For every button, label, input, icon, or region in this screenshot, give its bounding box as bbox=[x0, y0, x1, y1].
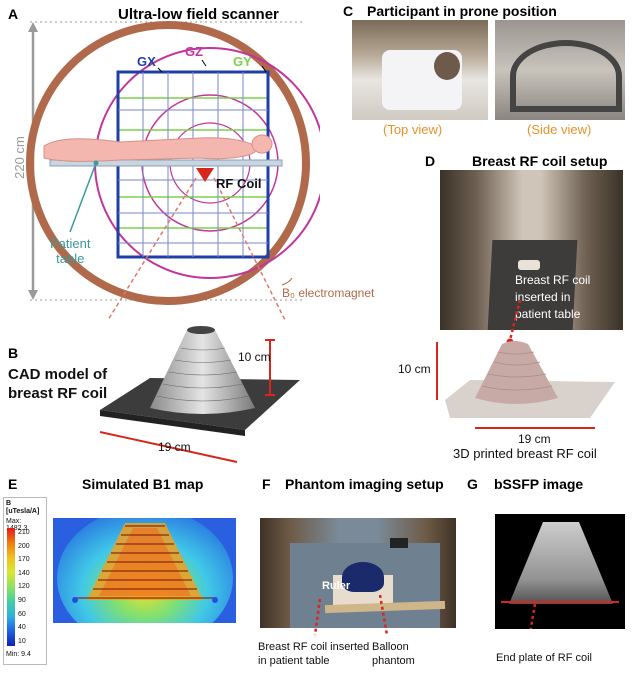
patient-table bbox=[49, 159, 283, 167]
panel-c-title: Participant in prone position bbox=[367, 3, 557, 19]
photo-top-view bbox=[352, 20, 488, 120]
panel-g-title: bSSFP image bbox=[494, 476, 584, 492]
panel-b-title: CAD model of breast RF coil bbox=[8, 366, 108, 402]
cad-height-label: 10 cm bbox=[238, 350, 271, 364]
b1-map bbox=[53, 518, 236, 623]
coil-inserted-label: Breast RF coil inserted in patient table bbox=[515, 273, 591, 321]
rf-coil-label: RF Coil bbox=[216, 176, 262, 191]
legend-title: B [uTesla/A] bbox=[6, 500, 40, 515]
panel-a-letter: A bbox=[8, 6, 19, 22]
panel-g-letter: G bbox=[467, 476, 478, 492]
panel-d-letter: D bbox=[425, 153, 436, 169]
patient-table-label: Patient table bbox=[50, 236, 91, 266]
cad-cone bbox=[150, 330, 255, 414]
patient-body bbox=[43, 134, 273, 162]
panel-f-title: Phantom imaging setup bbox=[285, 476, 444, 492]
panel-e-title: Simulated B1 map bbox=[82, 476, 204, 492]
side-view-label: (Side view) bbox=[527, 122, 592, 137]
bssfp-caption: End plate of RF coil bbox=[496, 652, 592, 664]
legend-max: Max: 1482.3 bbox=[6, 518, 28, 532]
printed-height-bar bbox=[436, 342, 438, 400]
printed-coil bbox=[445, 300, 615, 429]
panel-b-letter: B bbox=[8, 345, 19, 361]
top-view-label: (Top view) bbox=[383, 122, 443, 137]
printed-coil-cone bbox=[475, 341, 558, 404]
photo-coil-setup bbox=[440, 170, 623, 330]
table-pointer bbox=[69, 162, 97, 233]
dimension-label: 220 cm bbox=[11, 136, 27, 179]
cad-model bbox=[99, 326, 300, 463]
panel-f-letter: F bbox=[262, 476, 271, 492]
panel-d-title: Breast RF coil setup bbox=[472, 153, 608, 169]
b0-label: B₀ electromagnet bbox=[282, 286, 375, 300]
panel-c-letter: C bbox=[343, 3, 354, 19]
gz-label: GZ bbox=[185, 44, 204, 59]
photo-side-view bbox=[495, 20, 625, 120]
cad-width-label: 19 cm bbox=[158, 440, 191, 454]
cad-width-bar bbox=[99, 431, 238, 463]
phantom-left-caption: Breast RF coil inserted in patient table bbox=[258, 641, 370, 667]
printed-coil-caption: 3D printed breast RF coil bbox=[453, 446, 597, 461]
panel-e-letter: E bbox=[8, 476, 18, 492]
ruler-label: Ruler bbox=[322, 580, 351, 592]
b0-ring bbox=[26, 21, 310, 305]
rf-coil-marker bbox=[196, 168, 214, 182]
legend-min: Min: 9.4 bbox=[6, 651, 31, 658]
b1-coil-windings bbox=[73, 525, 217, 599]
gy-label: GY bbox=[233, 54, 252, 69]
bssfp-image bbox=[495, 514, 625, 629]
panel-a-title: Ultra-low field scanner bbox=[118, 6, 279, 23]
printed-height-label: 10 cm bbox=[398, 362, 431, 376]
dimension-arrow-bottom bbox=[28, 290, 38, 300]
coil-pointer-line bbox=[508, 300, 522, 341]
balloon-phantom bbox=[342, 562, 384, 592]
gx-label: GX bbox=[137, 54, 156, 69]
dimension-arrow-top bbox=[28, 22, 38, 32]
photo-phantom-setup bbox=[260, 518, 456, 628]
scanner-diagram bbox=[26, 21, 320, 320]
phantom-right-caption: Balloon phantom bbox=[372, 641, 415, 667]
bssfp-cone bbox=[509, 522, 613, 604]
phantom-pointers bbox=[313, 595, 389, 636]
printed-width-label: 19 cm bbox=[518, 432, 551, 446]
